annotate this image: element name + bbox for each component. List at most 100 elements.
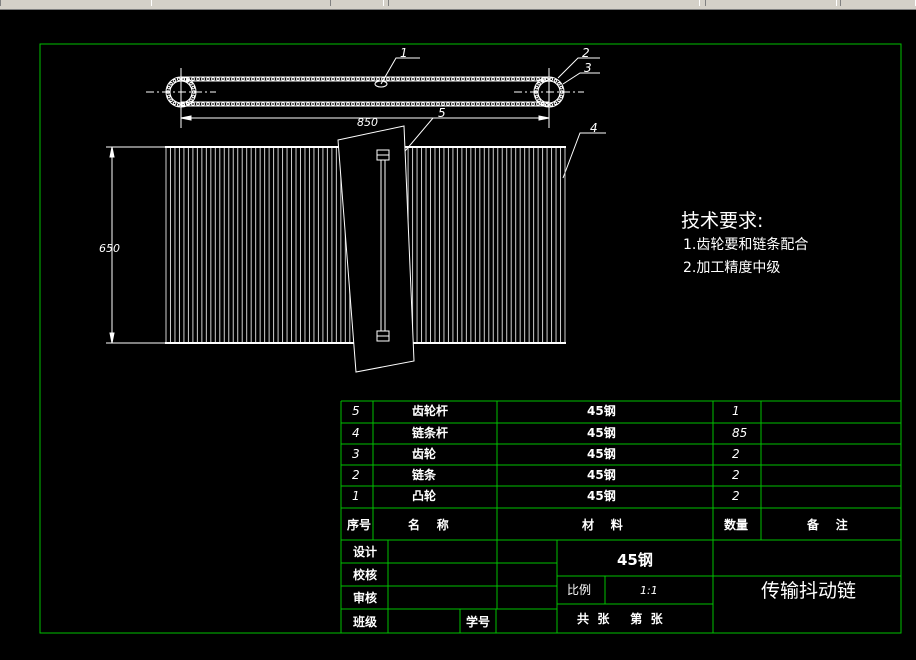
toolbar-segment[interactable]: [0, 0, 152, 6]
chain-link: [261, 77, 265, 81]
chain-link: [466, 77, 470, 81]
chain-link: [286, 102, 290, 106]
parts-cell-name: 齿轮杆: [412, 403, 448, 418]
chain-link: [196, 77, 200, 81]
chain-link: [291, 102, 295, 106]
chain-link: [491, 77, 495, 81]
chain-link: [401, 102, 405, 106]
chain-link: [544, 103, 549, 107]
chain-link: [501, 77, 505, 81]
parts-cell-no: 4: [352, 426, 360, 440]
chain-link: [221, 77, 225, 81]
chain-link: [296, 102, 300, 106]
chain-link: [216, 102, 220, 106]
chain-link: [481, 102, 485, 106]
chain-link: [226, 102, 230, 106]
chain-link: [286, 77, 290, 81]
chain-link: [461, 102, 465, 106]
title-block-material: 45钢: [617, 551, 653, 569]
chain-link: [351, 102, 355, 106]
chain-link: [391, 77, 395, 81]
chain-link: [189, 81, 193, 86]
chain-link: [361, 77, 365, 81]
balloon-2: 2: [582, 46, 590, 60]
chain-link: [311, 102, 315, 106]
cad-drawing-canvas[interactable]: 850 1 2 3 4 5 650 技术要求: 1.齿轮要和链条配合 2.加: [0, 10, 916, 660]
chain-link: [226, 77, 230, 81]
toolbar-segment[interactable]: [705, 0, 837, 6]
chain-link: [549, 77, 554, 81]
chain-link: [331, 77, 335, 81]
chain-link: [534, 90, 538, 94]
chain-link: [296, 77, 300, 81]
tech-requirement-line-1: 1.齿轮要和链条配合: [683, 236, 808, 253]
parts-cell-no: 1: [352, 489, 360, 503]
chain-link: [266, 102, 270, 106]
label-student-no: 学号: [466, 614, 490, 629]
chain-link: [316, 102, 320, 106]
chain-link: [537, 98, 541, 103]
chain-link: [241, 102, 245, 106]
parts-list-table: [340, 400, 901, 633]
chain-link: [521, 102, 525, 106]
parts-cell-no: 5: [352, 404, 360, 418]
chain-link: [416, 77, 420, 81]
chain-link: [426, 102, 430, 106]
toolbar-segment[interactable]: [388, 0, 700, 6]
chain-link: [346, 77, 350, 81]
chain-link: [557, 98, 561, 103]
toolbar-segment[interactable]: [840, 0, 916, 6]
balloon-5: 5: [438, 106, 446, 120]
parts-cell-qty: 2: [732, 489, 740, 503]
chain-link: [206, 102, 210, 106]
chain-link: [540, 101, 545, 106]
chain-link: [496, 77, 500, 81]
chain-link: [185, 78, 190, 83]
chain-link: [540, 78, 545, 83]
chain-link: [471, 77, 475, 81]
chain-link: [331, 102, 335, 106]
chain-link: [201, 102, 205, 106]
parts-cell-material: 45钢: [587, 467, 616, 482]
chain-link: [406, 102, 410, 106]
chain-link: [172, 101, 177, 106]
chain-link: [376, 77, 380, 81]
chain-link: [436, 102, 440, 106]
chain-link: [341, 77, 345, 81]
chain-link: [211, 77, 215, 81]
chain-link: [301, 102, 305, 106]
chain-link: [196, 102, 200, 106]
chain-link: [181, 103, 186, 107]
chain-link: [236, 102, 240, 106]
chain-link: [491, 102, 495, 106]
dimension-650: [106, 146, 165, 344]
chain-link: [191, 102, 195, 106]
chain-link: [366, 77, 370, 81]
chain-link: [501, 102, 505, 106]
chain-link: [321, 77, 325, 81]
chain-link: [266, 77, 270, 81]
chain-link: [411, 77, 415, 81]
chain-link: [544, 77, 549, 81]
chain-link: [476, 77, 480, 81]
chain-link: [441, 77, 445, 81]
chain-link: [172, 78, 177, 83]
chain-link: [421, 102, 425, 106]
chain-link: [451, 77, 455, 81]
chain-link: [276, 77, 280, 81]
chain-link: [441, 102, 445, 106]
chain-link: [336, 102, 340, 106]
chain-link: [276, 102, 280, 106]
chain-link: [426, 77, 430, 81]
chain-link: [192, 90, 196, 94]
chain-link: [231, 102, 235, 106]
chain-link: [431, 77, 435, 81]
toolbar-segment[interactable]: [330, 0, 384, 6]
chain-link: [356, 77, 360, 81]
chain-link: [557, 81, 561, 86]
chain-link: [271, 102, 275, 106]
chain-link: [251, 102, 255, 106]
chain-link: [166, 90, 170, 94]
parts-cell-material: 45钢: [587, 425, 616, 440]
chain-link: [496, 102, 500, 106]
